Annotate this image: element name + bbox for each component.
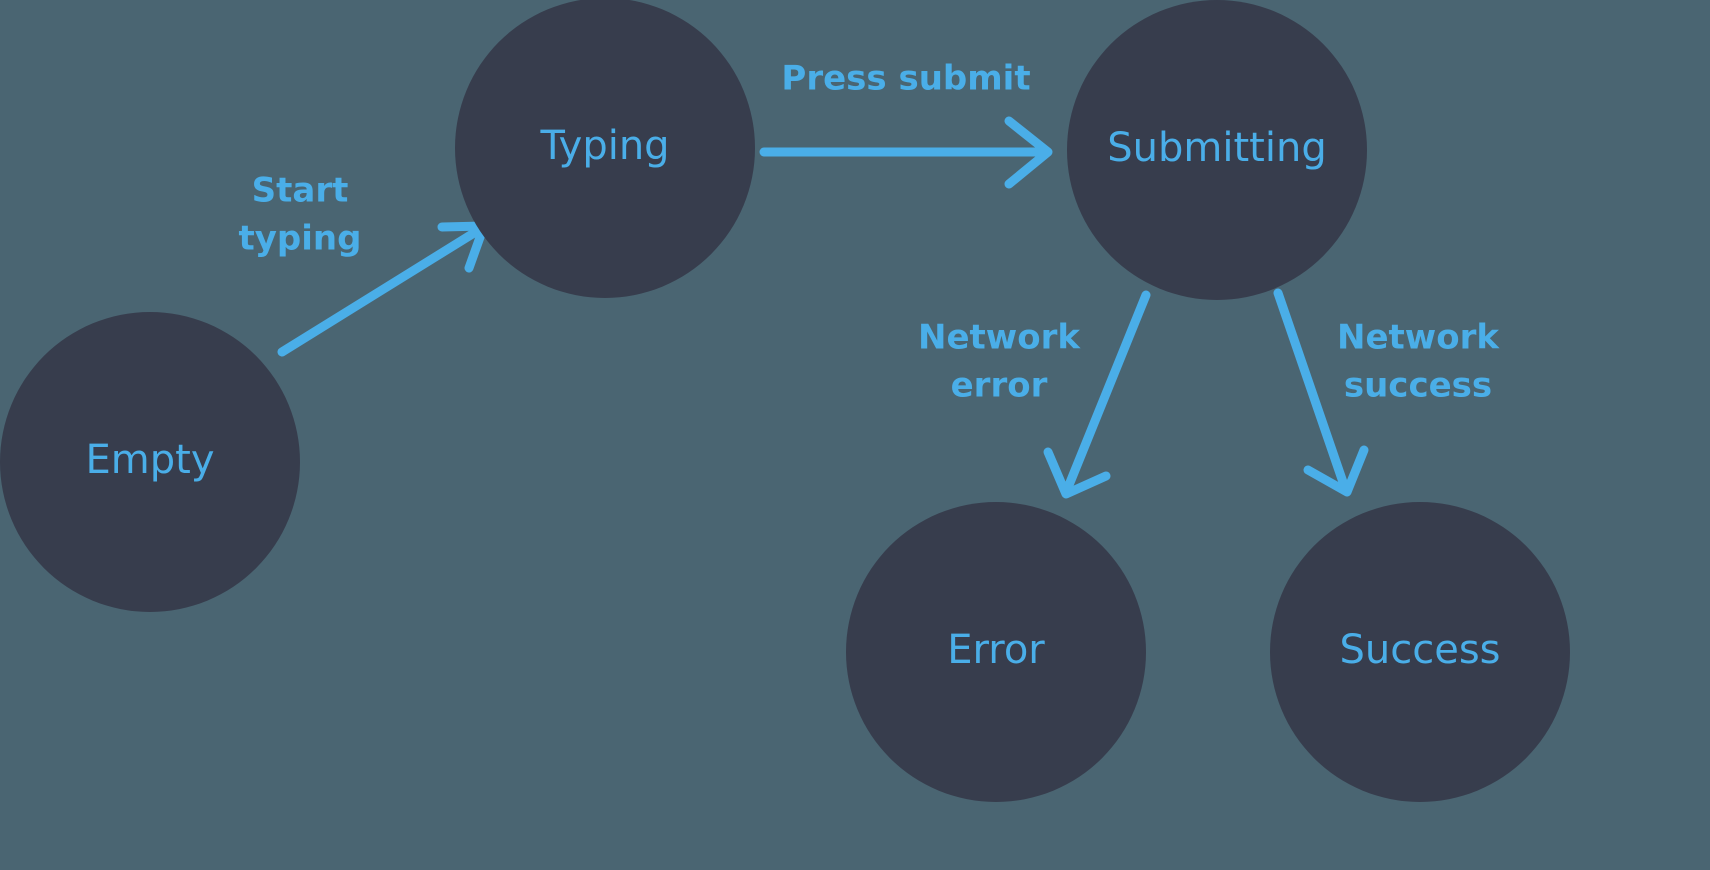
- edge-typing-to-submitting: [759, 116, 1053, 189]
- edge-label-line: Network: [1337, 317, 1500, 357]
- arrowhead-icon: [1004, 116, 1053, 189]
- state-circle[interactable]: [846, 502, 1146, 802]
- arrowhead-icon: [1043, 447, 1111, 499]
- state-node-empty[interactable]: Empty: [0, 312, 300, 612]
- edge-label-line: error: [951, 366, 1048, 406]
- state-node-label: Success: [1339, 627, 1500, 673]
- edge-label-empty-to-typing: Start typing: [239, 170, 362, 258]
- state-node-success[interactable]: Success: [1270, 502, 1570, 802]
- edge-label-line: Network: [918, 317, 1081, 357]
- edge-label-submitting-to-success: Network success: [1337, 317, 1500, 405]
- edge-submitting-to-success: [1273, 288, 1369, 497]
- state-node-error[interactable]: Error: [846, 502, 1146, 802]
- state-circle[interactable]: [0, 312, 300, 612]
- edges-layer: [277, 116, 1369, 499]
- state-node-label: Typing: [539, 123, 669, 169]
- state-node-typing[interactable]: Typing: [455, 0, 755, 298]
- edge-label-line: Start: [252, 170, 349, 210]
- edge-line: [1273, 288, 1350, 493]
- state-circle[interactable]: [1270, 502, 1570, 802]
- edge-label-line: typing: [239, 219, 362, 259]
- edge-label-submitting-to-error: Network error: [918, 317, 1081, 405]
- state-node-label: Empty: [86, 437, 215, 483]
- edge-line: [1062, 290, 1151, 495]
- edge-label-line: success: [1344, 366, 1492, 406]
- state-node-submitting[interactable]: Submitting: [1067, 0, 1367, 300]
- edge-line: [277, 223, 487, 357]
- edge-label-line: Press submit: [781, 59, 1030, 99]
- edge-submitting-to-error: [1043, 290, 1151, 499]
- state-node-label: Error: [947, 627, 1045, 673]
- edge-label-typing-to-submitting: Press submit: [781, 59, 1030, 99]
- state-circle[interactable]: [1067, 0, 1367, 300]
- state-circle[interactable]: [455, 0, 755, 298]
- state-node-label: Submitting: [1107, 125, 1326, 171]
- arrowhead-icon: [1303, 445, 1369, 497]
